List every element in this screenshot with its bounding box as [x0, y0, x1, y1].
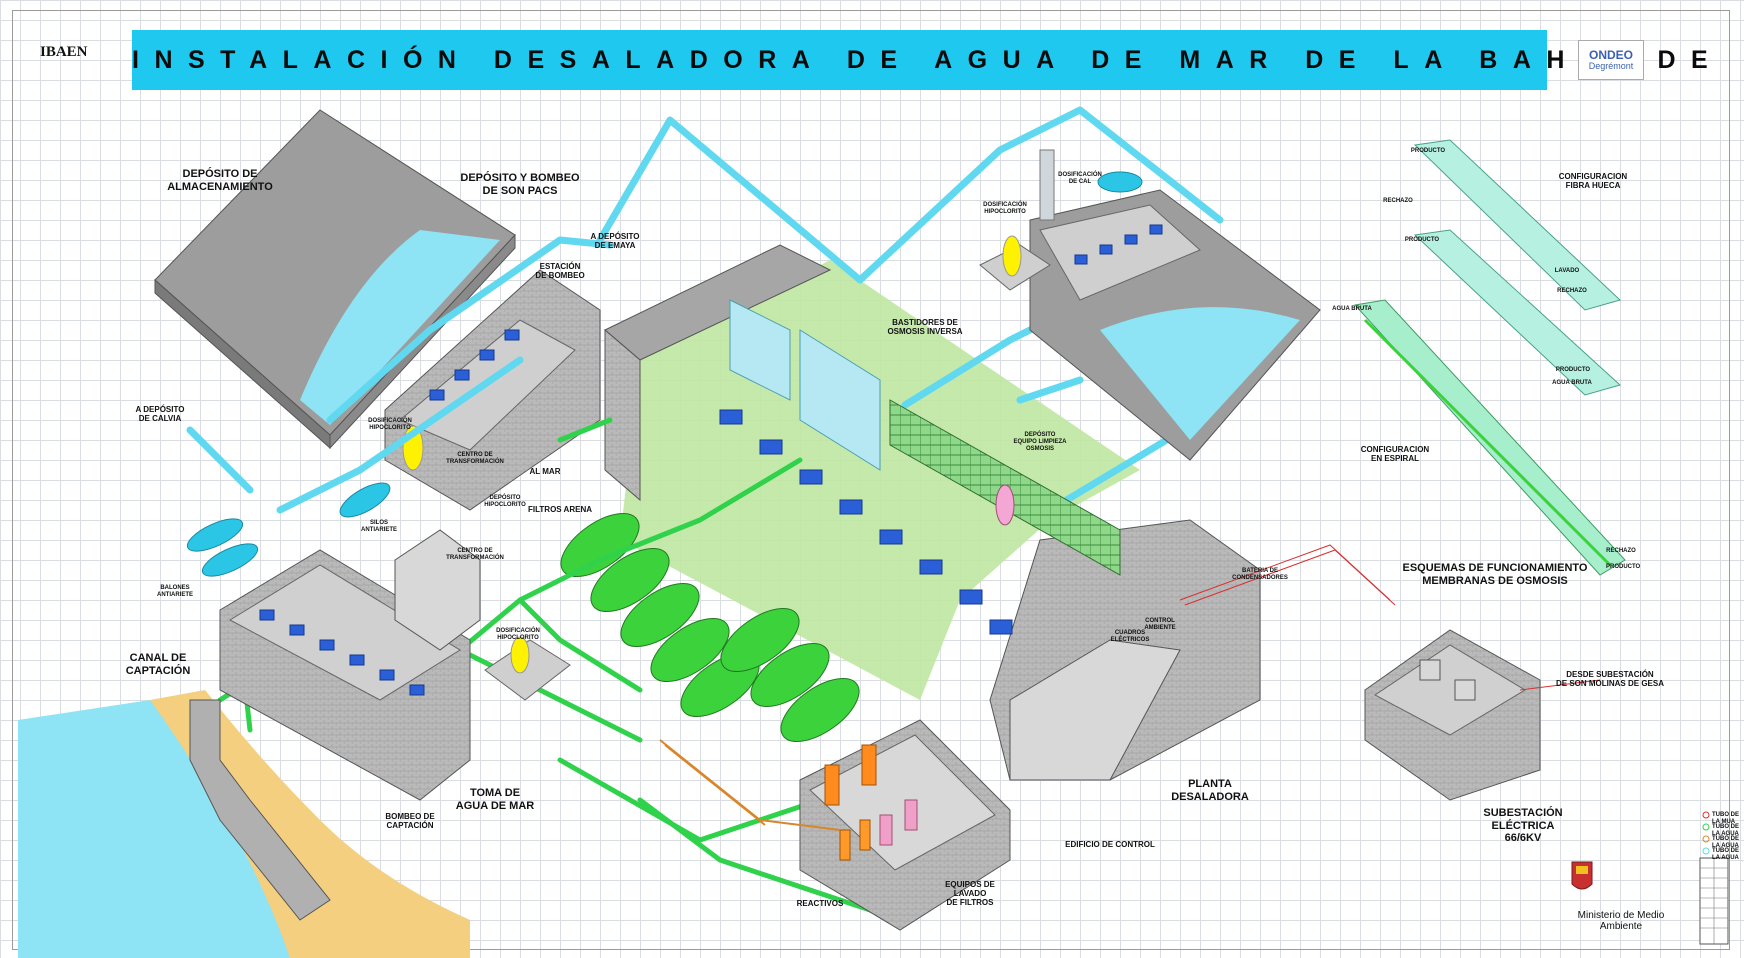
label-son-pacs: DEPÓSITO Y BOMBEO DE SON PACS	[460, 172, 580, 197]
ondeo-logo-line2: Degrémont	[1588, 61, 1634, 71]
label-hypochlorite-c: DOSIFICACIÓN HIPOCLORITO	[983, 202, 1027, 215]
lime-dosing	[979, 235, 1051, 291]
label-spiral: CONFIGURACION EN ESPIRAL	[1360, 445, 1430, 464]
label-storage-deposit: DEPÓSITO DE ALMACENAMIENTO	[167, 168, 273, 193]
label-substation: SUBESTACIÓN ELÉCTRICA 66/6KV	[1483, 807, 1563, 845]
legend-item-4: TUBO DE LA AGUA	[1712, 848, 1739, 861]
sand-beach	[150, 690, 470, 958]
label-intake-canal: CANAL DE CAPTACIÓN	[125, 652, 191, 677]
osmosis-hall-building	[604, 244, 1261, 781]
sea-water	[18, 700, 290, 958]
anti-ram-balloons	[186, 482, 391, 577]
transformer-center-intake	[394, 529, 481, 651]
legend-item-1: TUBO DE LA MUA	[1712, 812, 1739, 825]
drawing-frame	[12, 10, 1730, 950]
storage-deposit-structure	[154, 109, 516, 450]
title-block	[1699, 857, 1729, 945]
label-raw-water-2: AGUA BRUTA	[1552, 380, 1592, 386]
label-seawater-intake: TOMA DE AGUA DE MAR	[455, 787, 535, 812]
ibaen-logo: IBAEN	[40, 44, 88, 60]
legend-swatches	[1702, 811, 1710, 855]
membrane-spiral	[1354, 299, 1626, 576]
label-control-building: EDIFICIO DE CONTROL	[1065, 840, 1155, 849]
label-pumping-station: ESTACIÓN DE BOMBEO	[535, 262, 585, 281]
ministry-caption: Ministerio de Medio Ambiente	[1577, 910, 1665, 932]
membrane-hollow-fiber	[1413, 139, 1621, 396]
label-balloons: BALONES ANTIARIETE	[157, 585, 193, 598]
label-from-substation: DESDE SUBESTACIÓN DE SON MOLINAS DE GESA	[1555, 670, 1664, 689]
label-reagents: REACTIVOS	[796, 899, 844, 908]
label-raw-water-1: AGUA BRUTA	[1332, 306, 1372, 312]
label-transformer-b: CENTRO DE TRANSFORMACIÓN	[446, 548, 504, 561]
electrical-substation	[1364, 629, 1541, 801]
ro-pumps	[719, 409, 1013, 635]
reagent-pipes	[659, 739, 841, 831]
title-bar: INSTALACIÓN DESALADORA DE AGUA DE MAR DE…	[132, 30, 1744, 90]
chemical-tanks-deposit	[1029, 149, 1321, 461]
label-washing: LAVADO	[1554, 268, 1580, 274]
spain-coat-of-arms	[1571, 861, 1593, 890]
label-al-mar: AL MAR	[529, 467, 561, 476]
label-reject-1: RECHAZO	[1383, 198, 1413, 204]
sand-filters	[560, 513, 860, 742]
label-product-3: PRODUCTO	[1555, 367, 1591, 373]
legend-item-2: TUBO DE LA AGUA	[1712, 824, 1739, 837]
label-sodium-tank: DEPÓSITO HIPOCLORITO	[484, 495, 526, 508]
label-ro-racks: BASTIDORES DE OSMOSIS INVERSA	[887, 318, 963, 337]
label-reject-2: RECHAZO	[1557, 288, 1587, 294]
label-hypochlorite-a: DOSIFICACIÓN HIPOCLORITO	[368, 418, 412, 431]
label-membrane-schemes: ESQUEMAS DE FUNCIONAMIENTO MEMBRANAS DE …	[1402, 562, 1588, 587]
label-hollow-fiber: CONFIGURACION FIBRA HUECA	[1558, 172, 1628, 191]
hypochlorite-dosing-intake	[484, 636, 571, 701]
label-capacitors: BATERIA DE CONDENSADORES	[1232, 568, 1288, 581]
label-product-2: PRODUCTO	[1404, 237, 1440, 243]
diagram-title: INSTALACIÓN DESALADORA DE AGUA DE MAR DE…	[132, 46, 1744, 74]
reagents-building	[799, 719, 1011, 931]
cip-tank	[995, 484, 1015, 526]
label-transformer-a: CENTRO DE TRANSFORMACIÓN	[446, 452, 504, 465]
label-electrical-panels: CUADROS ELÉCTRICOS	[1110, 630, 1150, 643]
label-calvia: A DEPÓSITO DE CALVIA	[135, 405, 185, 424]
label-intake-pumping: BOMBEO DE CAPTACIÓN	[385, 812, 435, 831]
power-lines	[1179, 544, 1601, 691]
label-product-1: PRODUCTO	[1410, 148, 1446, 154]
legend-item-3: TUBO DE LA AGUA	[1712, 836, 1739, 849]
label-filter-washing: EQUIPOS DE LAVADO DE FILTROS	[945, 880, 995, 908]
label-hypochlorite-b: DOSIFICACIÓN HIPOCLORITO	[496, 628, 540, 641]
label-sand-filters: FILTROS ARENA	[528, 505, 592, 514]
label-silos: SILOS ANTIARIETE	[361, 520, 397, 533]
label-emaya: A DEPÓSITO DE EMAYA	[590, 232, 640, 251]
label-lime-dosing: DOSIFICACIÓN DE CAL	[1058, 172, 1102, 185]
label-reject-3: RECHAZO	[1606, 548, 1636, 554]
label-control-ambient: CONTROL AMBIENTE	[1144, 618, 1176, 631]
ondeo-logo-line1: ONDEO	[1588, 48, 1633, 62]
label-cip-deposit: DEPÓSITO EQUIPO LIMPIEZA OSMOSIS	[1013, 432, 1067, 452]
ondeo-logo: ONDEO Degrémont	[1578, 40, 1644, 80]
label-desalination-plant: PLANTA DESALADORA	[1171, 778, 1249, 803]
label-product-4: PRODUCTO	[1606, 564, 1641, 570]
